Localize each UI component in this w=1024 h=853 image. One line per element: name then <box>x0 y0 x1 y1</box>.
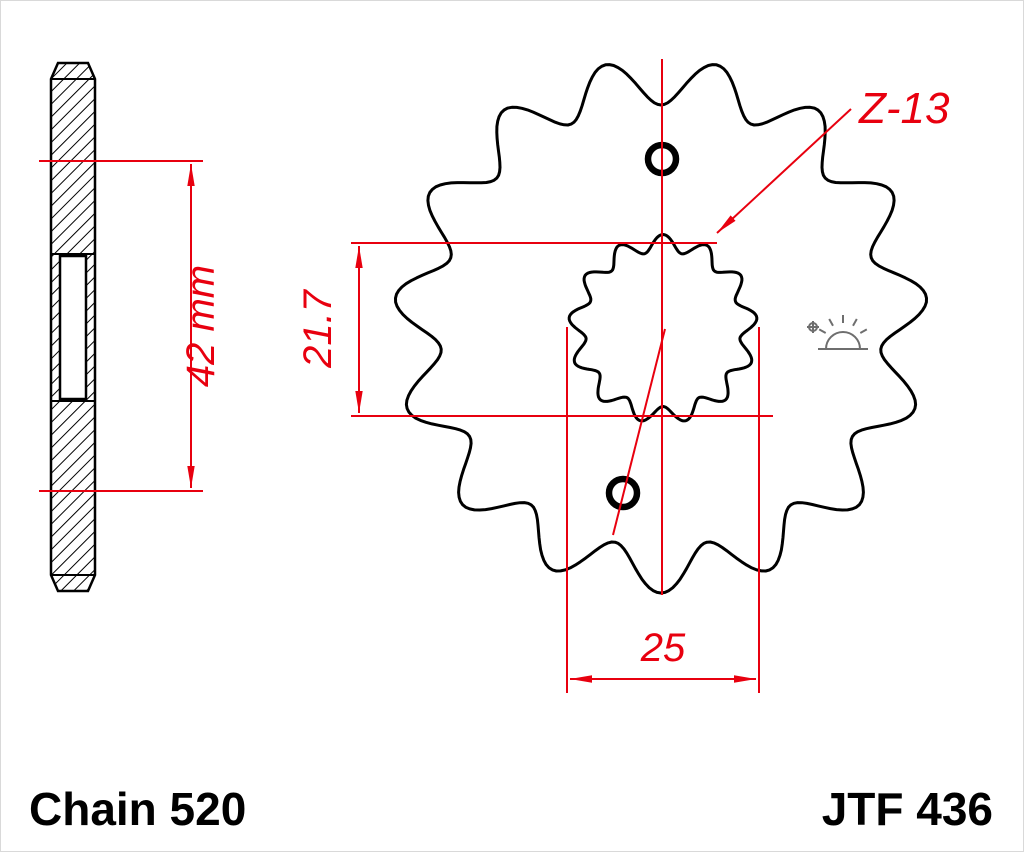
part-number-label: JTF 436 <box>822 783 993 835</box>
chain-size-label: Chain 520 <box>29 783 246 835</box>
sprocket-side-section-view <box>49 61 97 593</box>
width-dimension-label: 42 mm <box>179 265 223 387</box>
spline-width-dimension-label: 21.7 <box>296 288 340 369</box>
side-bore-cavity <box>58 254 88 401</box>
dimension-annotations <box>39 59 852 693</box>
leader-line-z13 <box>716 108 852 234</box>
bore-dimension-label: 25 <box>640 626 686 670</box>
jt-sunrise-logo-icon <box>807 315 868 350</box>
diagonal-construction-line <box>612 328 666 536</box>
teeth-spec-label: Z-13 <box>858 84 950 133</box>
